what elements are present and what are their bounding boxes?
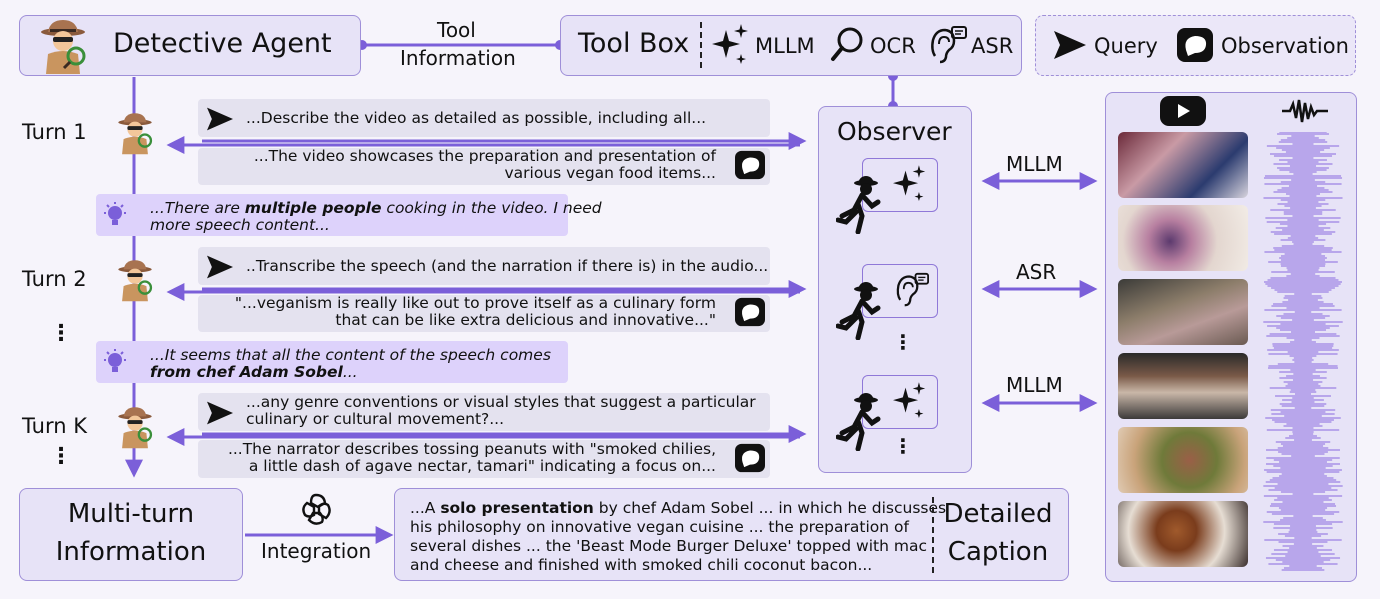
toolbox-title: Tool Box <box>578 28 690 59</box>
turn2-observation-bubble <box>198 295 770 332</box>
caption-line-3: several dishes ... the 'Beast Mode Burge… <box>410 537 927 555</box>
agent-title: Detective Agent <box>113 28 332 59</box>
running-detective-icon <box>836 282 881 340</box>
query-send-icon <box>1054 31 1086 59</box>
turn2-observation-line2: that can be like extra delicious and inn… <box>335 311 716 329</box>
caption-title-line1: Detailed <box>943 499 1053 529</box>
video-frame-2 <box>1118 205 1248 271</box>
sparkle-icon <box>712 24 748 64</box>
thought-1-line1: ...There are multiple people cooking in … <box>150 199 602 217</box>
detective-icon <box>118 113 153 155</box>
running-detective-icon <box>836 393 881 451</box>
turn1-observation-line2: various vegan food items... <box>504 164 716 182</box>
sparkle-icon <box>893 165 926 201</box>
openai-logo-icon <box>302 493 331 525</box>
query-send-icon <box>207 401 233 425</box>
magnifier-icon <box>831 27 863 61</box>
detective-icon <box>118 407 153 449</box>
tool-info-line1: Tool <box>437 18 476 42</box>
observer-box <box>818 106 972 473</box>
lightbulb-icon <box>104 349 126 372</box>
arrow-label-mllm-2: MLLM <box>1006 373 1063 397</box>
tool-ocr-label: OCR <box>870 34 916 58</box>
caption-title-line2: Caption <box>947 537 1049 567</box>
caption-line-1: ...A solo presentation by chef Adam Sobe… <box>410 499 947 517</box>
arrow-label-mllm-1: MLLM <box>1006 152 1063 176</box>
video-frame-5 <box>1118 427 1248 493</box>
audio-waveform-icon <box>1282 99 1328 123</box>
detective-icon <box>118 260 153 302</box>
caption-line-4: and cheese and finished with smoked chil… <box>410 556 873 574</box>
audio-waveform <box>1263 132 1343 571</box>
turn1-observation-line1: ...The video showcases the preparation a… <box>253 147 716 165</box>
observation-chat-icon <box>735 150 765 180</box>
multi-turn-line1: Multi-turn <box>67 499 195 529</box>
legend-query-label: Query <box>1094 34 1158 58</box>
query-send-icon <box>207 255 233 279</box>
arrow-label-asr: ASR <box>1016 260 1057 284</box>
observation-chat-icon <box>735 297 765 327</box>
turn1-query-text: ...Describe the video as detailed as pos… <box>246 109 707 127</box>
toolbox-divider <box>700 22 702 68</box>
multi-turn-line2: Information <box>55 537 207 567</box>
turn2-observation-line1: "...veganism is really like out to prove… <box>234 294 716 312</box>
legend-observation-label: Observation <box>1221 34 1349 58</box>
video-frame-3 <box>1118 279 1248 345</box>
turn-ellipsis-1: ⋮ <box>50 321 72 346</box>
observation-chat-icon <box>735 443 765 473</box>
detective-icon <box>41 20 86 74</box>
observer-title: Observer <box>837 117 952 146</box>
lightbulb-icon <box>104 202 126 225</box>
observer-ellipsis-1: ⋮ <box>893 330 913 354</box>
observation-chat-icon <box>1177 28 1213 62</box>
tool-asr-label: ASR <box>971 34 1014 58</box>
video-frame-1 <box>1118 132 1248 198</box>
running-detective-icon <box>836 176 881 234</box>
observer-ellipsis-2: ⋮ <box>893 434 913 458</box>
tool-info-line2: Information <box>400 46 516 70</box>
thought-2-line2: from chef Adam Sobel... <box>150 363 358 381</box>
video-frame-6 <box>1118 501 1248 567</box>
query-send-icon <box>207 107 233 131</box>
turn2-query-text: ..Transcribe the speech (and the narrati… <box>246 257 769 275</box>
video-frame-4 <box>1118 353 1248 419</box>
turnk-observation-line1: ...The narrator describes tossing peanut… <box>227 440 716 458</box>
ear-icon <box>931 26 967 64</box>
video-play-icon <box>1160 96 1206 126</box>
toolbox-box <box>560 15 1022 76</box>
sparkle-icon <box>893 382 926 418</box>
turnk-query-bubble <box>198 393 770 431</box>
ear-icon <box>896 272 929 307</box>
turn2-query-bubble <box>198 247 770 285</box>
thought-2-line1: ...It seems that all the content of the … <box>150 346 551 364</box>
integration-label: Integration <box>261 539 372 563</box>
turn1-observation-bubble <box>198 148 770 185</box>
caption-box <box>394 488 1069 581</box>
thought-2-box <box>96 341 568 383</box>
turn1-query-bubble <box>198 99 770 137</box>
caption-line-2: his philosophy on innovative vegan cuisi… <box>410 518 909 536</box>
thought-1-box <box>96 194 568 236</box>
multi-turn-box <box>19 488 243 581</box>
turnk-query-line2: culinary or cultural movement?... <box>246 410 505 428</box>
turnk-observation-line2: a little dash of agave nectar, tamari" i… <box>248 457 716 475</box>
turn1-label: Turn 1 <box>22 120 87 144</box>
turn-ellipsis-2: ⋮ <box>50 444 72 469</box>
turnk-observation-bubble <box>198 440 770 478</box>
tool-mllm-label: MLLM <box>755 34 815 58</box>
caption-divider <box>932 497 934 573</box>
turnk-label: Turn K <box>22 414 87 438</box>
thought-1-line2: more speech content... <box>150 216 330 234</box>
turn2-label: Turn 2 <box>22 267 87 291</box>
turnk-query-line1: ...any genre conventions or visual style… <box>246 393 756 411</box>
